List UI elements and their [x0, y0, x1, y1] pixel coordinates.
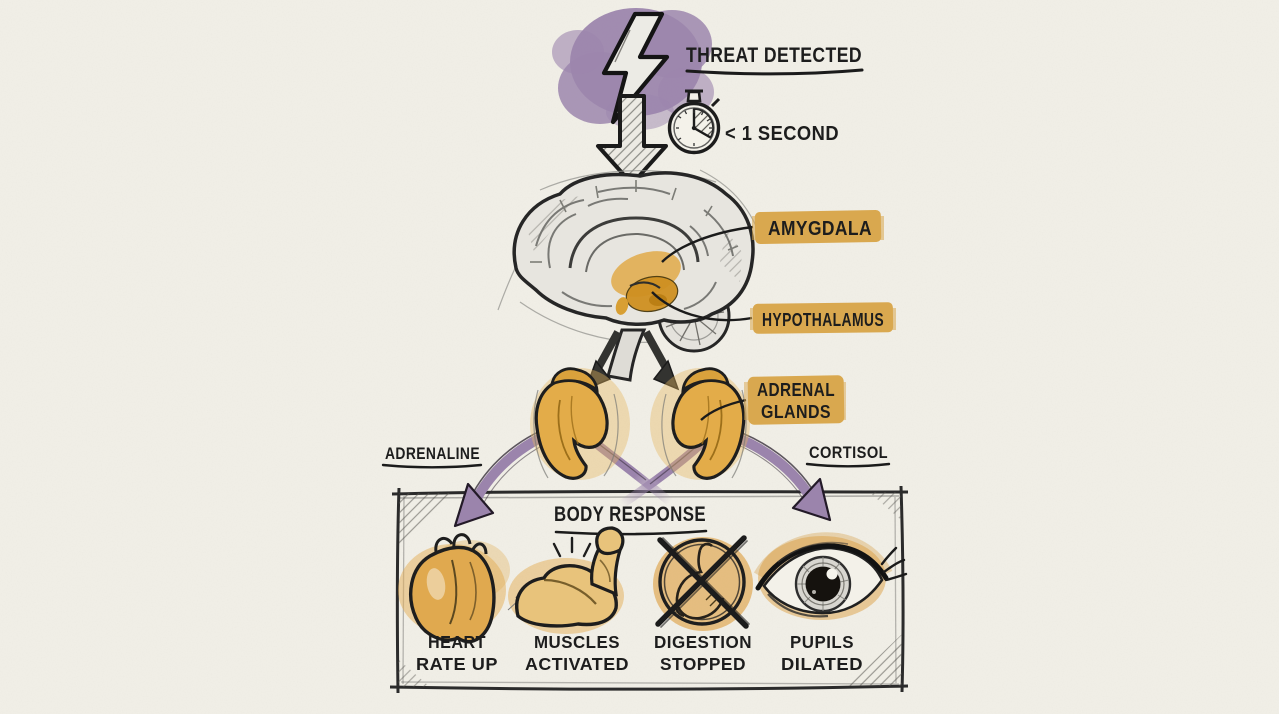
bicep-icon [507, 526, 625, 634]
body-response-content: BODY RESPONSE HEART RATE UP MUSCLES ACTI… [398, 502, 908, 674]
cortex-tick-marks [530, 180, 739, 263]
adrenal-pointer-line [700, 398, 747, 421]
corpus-callosum [568, 216, 700, 269]
cortex-outline [512, 171, 755, 326]
cortisol-underline [805, 462, 891, 468]
adrenal-label-line2: GLANDS [761, 401, 831, 422]
threat-detected-label: THREAT DETECTED [686, 43, 862, 67]
adrenal-label-line1: ADRENAL [757, 379, 835, 400]
heart-label-line2: RATE UP [416, 654, 498, 674]
no-digestion-icon [653, 535, 753, 631]
muscles-label-line1: MUSCLES [534, 632, 620, 652]
corner-hatch-bottom-left [398, 659, 430, 687]
adrenal-highlight [747, 375, 845, 425]
cortisol-arrowhead [791, 477, 832, 522]
pupils-label-line2: DILATED [781, 654, 863, 674]
cross-out-x [655, 535, 750, 629]
corner-hatch-top-left [399, 493, 452, 546]
down-arrow-icon [596, 94, 668, 186]
heart-icon [398, 533, 510, 644]
cortex-shading-right [720, 230, 742, 282]
digestion-label-line1: DIGESTION [654, 632, 752, 652]
stopwatch-icon [667, 89, 721, 155]
adrenal-glands-callout: ADRENAL GLANDS [700, 375, 846, 425]
upper-eyelid [755, 543, 889, 591]
bicep-emphasis-marks [552, 536, 592, 558]
hypothalamus-label: HYPOTHALAMUS [762, 309, 884, 330]
cortex-shading [528, 196, 580, 252]
adrenaline-underline [381, 463, 483, 469]
amygdala-highlight [754, 209, 882, 245]
amygdala-label: AMYGDALA [768, 218, 872, 240]
hypothalamus-callout: HYPOTHALAMUS [651, 291, 896, 334]
corpus-callosum-inner [585, 232, 685, 273]
pupils-label-line1: PUPILS [790, 632, 854, 652]
lower-eyelid [767, 593, 829, 618]
adrenal-gland-icon [530, 367, 630, 480]
eye-icon [753, 532, 908, 620]
eyelashes [880, 546, 908, 582]
brain-icon [497, 169, 761, 391]
amygdala-pointer-line [661, 225, 754, 263]
cortisol-label: CORTISOL [809, 443, 888, 462]
body-response-underline [554, 529, 708, 536]
threat-header: THREAT DETECTED < 1 SECOND [552, 8, 864, 186]
hormone-labels: ADRENALINE CORTISOL [381, 443, 891, 469]
hypothalamus-pointer-line [651, 291, 753, 322]
timing-label: < 1 SECOND [725, 123, 839, 145]
body-response-title: BODY RESPONSE [554, 502, 706, 526]
corner-hatch-top-right [869, 492, 901, 520]
digestion-label-line2: STOPPED [660, 654, 746, 674]
threat-underline [685, 68, 864, 76]
hypothalamus-highlight [752, 302, 894, 334]
pupil-highlight [826, 568, 838, 580]
amygdala-callout: AMYGDALA [661, 209, 884, 263]
adrenaline-arrowhead [453, 482, 495, 528]
adrenal-gland-icon-right [648, 366, 752, 482]
eyelid-crease [777, 541, 849, 563]
corner-hatch-bottom-right [848, 634, 902, 686]
brainstem [606, 328, 647, 382]
heart-label-line1: HEART [428, 632, 486, 652]
muscles-label-line2: ACTIVATED [525, 654, 629, 674]
adrenaline-label: ADRENALINE [385, 444, 480, 463]
